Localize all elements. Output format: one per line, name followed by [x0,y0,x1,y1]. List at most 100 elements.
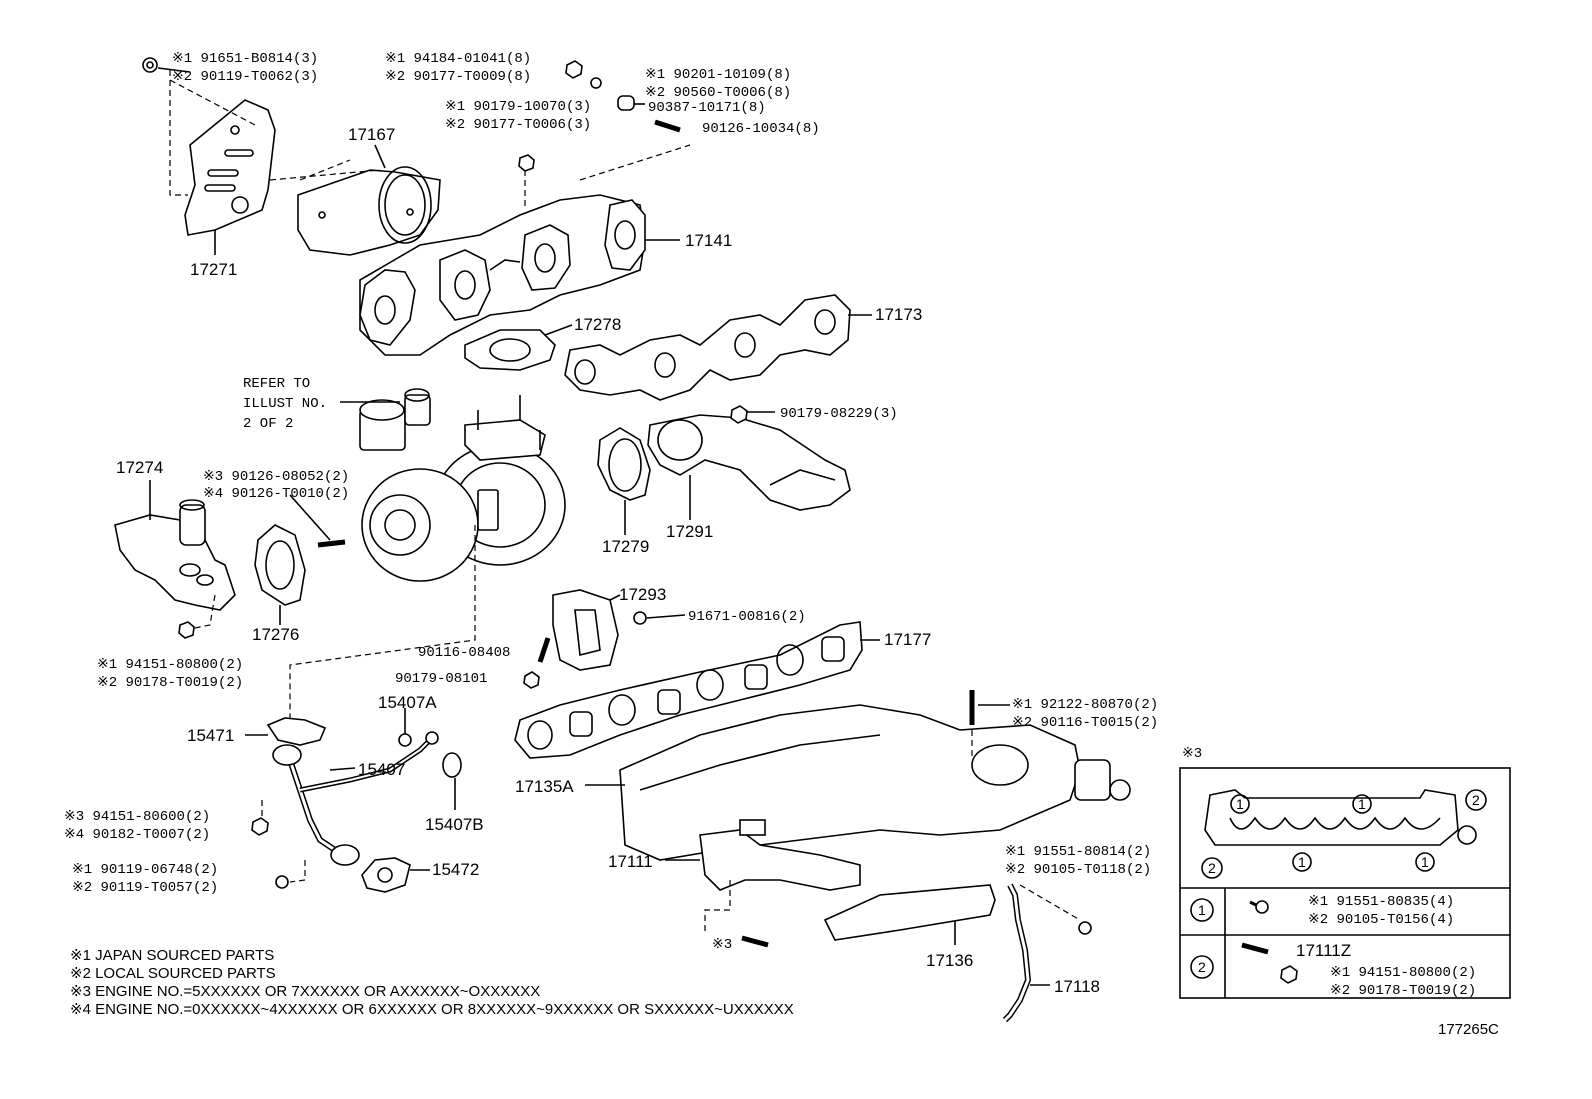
refer-line-2: ILLUST NO. [243,396,327,412]
callout-nut-15407-4: ※4 90182-T0007(2) [64,827,210,843]
part-label-15471: 15471 [187,726,234,745]
bolt-icon[interactable] [142,57,158,73]
inset-row2-part: 17111Z [1296,941,1351,960]
note-1: ※1 JAPAN SOURCED PARTS [70,947,274,964]
bracket-15471[interactable] [266,717,327,746]
stud-icon[interactable] [654,119,681,133]
inset-row2-a: ※1 94151-80800(2) [1330,965,1476,981]
note-4: ※4 ENGINE NO.=0XXXXXX~4XXXXXX OR 6XXXXXX… [70,1001,794,1018]
callout-washer-1: ※1 90201-10109(8) [645,67,791,83]
stud-icon[interactable] [537,637,551,663]
gasket-15472[interactable] [361,857,411,893]
callout-bolt-17118-1: ※1 91551-80814(2) [1005,844,1151,860]
collar-icon[interactable] [617,95,635,111]
part-label-17141: 17141 [685,231,732,250]
callout-collar: 90387-10171(8) [648,100,766,116]
part-label-17271: 17271 [190,260,237,279]
exhaust-pipe-17291[interactable] [647,414,851,511]
callout-bolt-17118-2: ※2 90105-T0118(2) [1005,862,1151,878]
nut-icon[interactable] [518,154,535,172]
part-label-15407A: 15407A [378,693,437,712]
part-label-17293: 17293 [619,585,666,604]
plug-icon[interactable] [442,752,462,778]
bolt-icon[interactable] [398,733,412,747]
illustration-code: 177265C [1438,1021,1499,1038]
refer-line-3: 2 OF 2 [243,416,293,432]
part-17111[interactable] [699,819,861,891]
part-label-17173: 17173 [875,305,922,324]
gasket-17276[interactable] [254,524,306,606]
part-label-17177: 17177 [884,630,931,649]
note-2: ※2 LOCAL SOURCED PARTS [70,965,276,982]
inset-panel: 1 1 2 2 1 1 1 2 [1179,767,1511,999]
callout-stud: 90126-10034(8) [702,121,820,137]
callout-nut-17274-1: ※1 94151-80800(2) [97,657,243,673]
cover-17136[interactable] [823,884,996,941]
inset-mark-2b-text: 2 [1208,860,1216,876]
inset-row1-a: ※1 91551-80835(4) [1308,894,1454,910]
stud-icon[interactable] [317,539,346,548]
inset-mark-1b-text: 1 [1358,796,1366,812]
gasket-17279[interactable] [597,427,651,501]
inset-row2-mark: 2 [1198,959,1206,975]
heat-shield-17271[interactable] [184,99,276,236]
note-3: ※3 ENGINE NO.=5XXXXXX OR 7XXXXXX OR AXXX… [70,983,540,1000]
bolt-icon[interactable] [1078,921,1092,935]
part-label-17118: 17118 [1054,977,1100,996]
part-label-17279: 17279 [602,537,649,556]
egr-pipe-15407[interactable] [272,731,439,866]
callout-nut-17291: 90179-08229(3) [780,406,898,422]
callout-stud-a-4: ※4 90126-T0010(2) [203,486,349,502]
inset-mark-2a-text: 2 [1472,792,1480,808]
bolt-icon[interactable] [633,611,647,625]
part-label-17274: 17274 [116,458,163,477]
part-label-17276: 17276 [252,625,299,644]
callout-nut-2: ※2 90177-T0009(8) [385,69,531,85]
nut-icon[interactable] [178,621,195,639]
callout-washer-2: ※2 90560-T0006(8) [645,85,791,101]
part-label-17135A: 17135A [515,777,574,796]
part-label-17111: 17111 [608,852,653,871]
insulator-17167[interactable] [297,166,441,256]
nut-icon[interactable] [565,60,583,79]
inset-mark-1d-text: 1 [1421,854,1429,870]
inset-row1-mark: 1 [1198,902,1206,918]
inset-row2-b: ※2 90178-T0019(2) [1330,983,1476,999]
part-label-15407: 15407 [358,760,405,779]
callout-stud-3: ※3 [712,937,732,953]
gasket-17173[interactable] [564,294,851,401]
gasket-17177[interactable] [514,621,863,759]
callout-bolt-17293: 91671-00816(2) [688,609,806,625]
gasket-17278[interactable] [464,329,556,371]
nut-icon[interactable] [523,671,540,689]
bolt-icon[interactable] [275,875,289,889]
washer-icon[interactable] [590,77,602,89]
part-label-17136: 17136 [926,951,973,970]
callout-nut3-2: ※2 90177-T0006(3) [445,117,591,133]
nut-icon[interactable] [251,817,269,836]
part-label-15472: 15472 [432,860,479,879]
inset-mark-1c-text: 1 [1298,854,1306,870]
callout-nut-17274-2: ※2 90178-T0019(2) [97,675,243,691]
callout-nut-1: ※1 94184-01041(8) [385,51,531,67]
callout-stud-a-3: ※3 90126-08052(2) [203,469,349,485]
hose-17274[interactable] [114,499,236,611]
callout-bolt-17271-2: ※2 90119-T0062(3) [172,69,318,85]
bracket-17293[interactable] [552,589,619,671]
stud-icon[interactable] [741,935,769,948]
callout-stud-17111-1: ※1 92122-80870(2) [1012,697,1158,713]
inset-title: ※3 [1182,746,1202,762]
inset-mark-1a-text: 1 [1236,796,1244,812]
part-label-15407B: 15407B [425,815,484,834]
part-label-17291: 17291 [666,522,713,541]
callout-nut-17293: 90179-08101 [395,671,487,687]
nut-icon[interactable] [730,405,748,424]
inset-mark-1a [1230,794,1250,814]
callout-stud-17111-2: ※2 90116-T0015(2) [1012,715,1158,731]
turbocharger [359,388,566,582]
pipe-17118[interactable] [1002,883,1032,1023]
exhaust-manifold-17141[interactable] [359,194,646,356]
part-label-17167: 17167 [348,125,395,144]
callout-bolt-15407-1: ※1 90119-06748(2) [72,862,218,878]
